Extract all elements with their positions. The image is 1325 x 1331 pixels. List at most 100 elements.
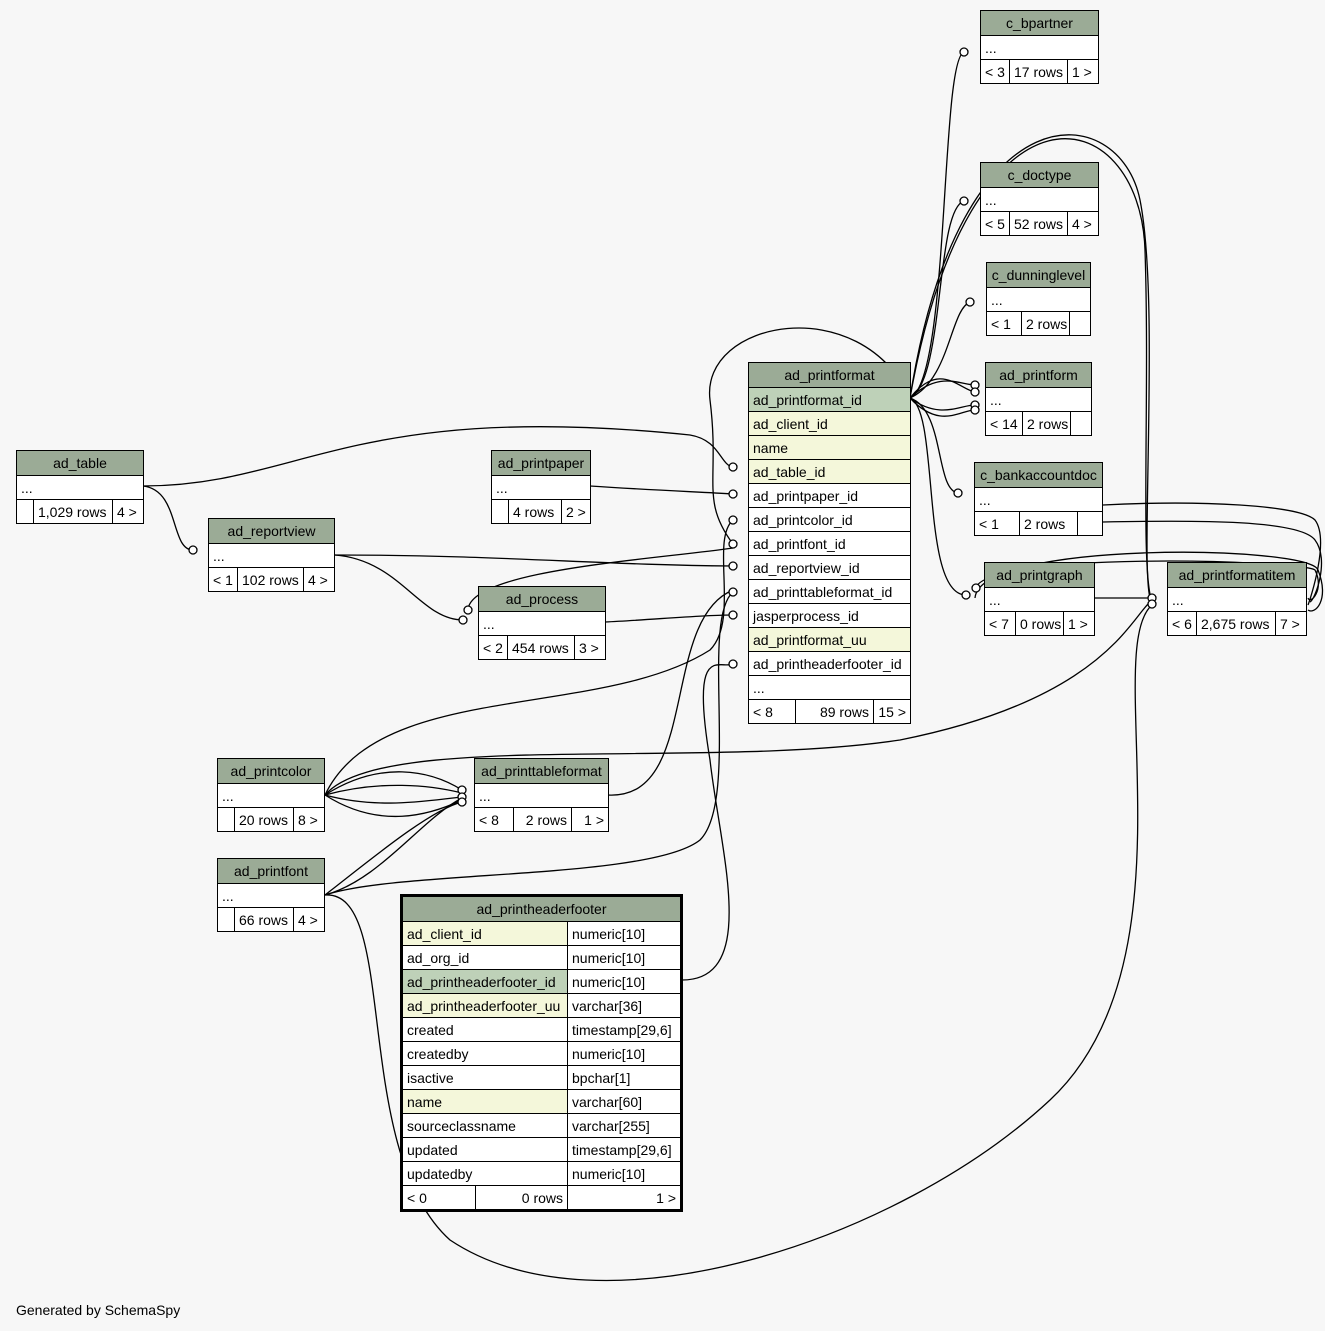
- parents-count[interactable]: < 0: [407, 1189, 427, 1206]
- column-cell: ...: [989, 591, 1001, 608]
- parents-count[interactable]: < 3: [985, 63, 1005, 80]
- table-ad-printcolor[interactable]: ad_printcolor ... 20 rows 8 >: [217, 758, 325, 832]
- table-title[interactable]: c_doctype: [981, 163, 1098, 187]
- table-ad-printgraph[interactable]: ad_printgraph ... < 7 0 rows 1 >: [984, 562, 1095, 636]
- table-title[interactable]: ad_table: [17, 451, 143, 475]
- table-title[interactable]: ad_printformatitem: [1168, 563, 1306, 587]
- children-count[interactable]: 1 >: [571, 808, 608, 831]
- parents-count[interactable]: < 1: [979, 515, 999, 532]
- edge-printcolor-pfi: [324, 601, 1151, 796]
- children-count[interactable]: 1 >: [1067, 60, 1098, 83]
- children-count[interactable]: 4 >: [112, 500, 143, 523]
- table-title[interactable]: ad_printform: [986, 363, 1091, 387]
- table-ad-printfont[interactable]: ad_printfont ... 66 rows 4 >: [217, 858, 325, 932]
- column-cell: ad_printpaper_id: [753, 487, 859, 504]
- row-count: 17 rows: [1009, 60, 1067, 83]
- column-cell: ...: [213, 547, 225, 564]
- edge-phf-printformat: [681, 663, 734, 981]
- column-name: created: [407, 1021, 454, 1038]
- column-cell: ad_printformat_id: [749, 388, 910, 411]
- table-ad-reportview[interactable]: ad_reportview ... < 1 102 rows 4 >: [208, 518, 335, 592]
- children-count[interactable]: 15 >: [873, 700, 910, 723]
- parents-count[interactable]: [218, 908, 234, 931]
- column-name: name: [403, 1090, 567, 1113]
- edge-printformat-doctype: [909, 200, 965, 399]
- children-count[interactable]: [1070, 412, 1091, 435]
- column-type: varchar[60]: [567, 1090, 680, 1113]
- column-cell: ad_reportview_id: [753, 559, 860, 576]
- children-count[interactable]: 1 >: [1063, 612, 1094, 635]
- column-cell: jasperprocess_id: [753, 607, 859, 624]
- table-ad-printpaper[interactable]: ad_printpaper ... 4 rows 2 >: [491, 450, 591, 524]
- column-type: timestamp[29,6]: [567, 1018, 680, 1041]
- parents-count[interactable]: [492, 500, 508, 523]
- table-c-bpartner[interactable]: c_bpartner ... < 3 17 rows 1 >: [980, 10, 1099, 84]
- column-cell: ad_printfont_id: [753, 535, 846, 552]
- table-ad-printtableformat[interactable]: ad_printtableformat ... < 8 2 rows 1 >: [474, 758, 609, 832]
- parents-count[interactable]: < 2: [483, 639, 503, 656]
- column-name: updatedby: [407, 1165, 473, 1182]
- parents-count[interactable]: < 5: [985, 215, 1005, 232]
- column-cell: ...: [222, 787, 234, 804]
- table-title[interactable]: ad_printheaderfooter: [403, 897, 680, 921]
- column-name: ad_printheaderfooter_uu: [403, 994, 567, 1017]
- edge-ptf-printformat: [607, 589, 734, 796]
- children-count[interactable]: 4 >: [293, 908, 324, 931]
- table-title[interactable]: c_dunninglevel: [987, 263, 1090, 287]
- table-c-doctype[interactable]: c_doctype ... < 5 52 rows 4 >: [980, 162, 1099, 236]
- table-ad-table[interactable]: ad_table ... 1,029 rows 4 >: [16, 450, 144, 524]
- table-title[interactable]: ad_printgraph: [985, 563, 1094, 587]
- table-title[interactable]: ad_printpaper: [492, 451, 590, 475]
- column-cell: ...: [979, 491, 991, 508]
- edge-reportview-process: [334, 554, 464, 621]
- column-cell: ad_printheaderfooter_id: [753, 655, 902, 672]
- row-count: 52 rows: [1009, 212, 1067, 235]
- column-type: timestamp[29,6]: [567, 1138, 680, 1161]
- children-count[interactable]: 2 >: [561, 500, 590, 523]
- table-title[interactable]: ad_process: [479, 587, 605, 611]
- column-cell: ...: [985, 39, 997, 56]
- children-count[interactable]: 3 >: [574, 636, 605, 659]
- parents-count[interactable]: < 1: [991, 315, 1011, 332]
- children-count[interactable]: 4 >: [303, 568, 334, 591]
- parents-count[interactable]: < 7: [989, 615, 1009, 632]
- table-title[interactable]: ad_printfont: [218, 859, 324, 883]
- table-c-bankaccountdoc[interactable]: c_bankaccountdoc ... < 1 2 rows: [974, 462, 1103, 536]
- row-count: 2,675 rows: [1196, 612, 1275, 635]
- row-count: 0 rows: [1015, 612, 1063, 635]
- row-count: 4 rows: [508, 500, 561, 523]
- column-cell: ...: [985, 191, 997, 208]
- edge-printformat-printform-4: [909, 397, 976, 417]
- table-title[interactable]: ad_reportview: [209, 519, 334, 543]
- children-count[interactable]: 4 >: [1067, 212, 1098, 235]
- table-c-dunninglevel[interactable]: c_dunninglevel ... < 1 2 rows: [986, 262, 1091, 336]
- parents-count[interactable]: [17, 500, 33, 523]
- edge-printcolor-printformat: [324, 519, 734, 796]
- parents-count[interactable]: < 8: [479, 811, 499, 828]
- parents-count[interactable]: < 1: [213, 571, 233, 588]
- children-count[interactable]: [1069, 312, 1090, 335]
- table-ad-process[interactable]: ad_process ... < 2 454 rows 3 >: [478, 586, 606, 660]
- table-ad-printformatitem[interactable]: ad_printformatitem ... < 6 2,675 rows 7 …: [1167, 562, 1307, 636]
- children-count[interactable]: 7 >: [1275, 612, 1306, 635]
- column-cell: ...: [991, 291, 1003, 308]
- parents-count[interactable]: < 14: [990, 415, 1018, 432]
- table-title[interactable]: ad_printcolor: [218, 759, 324, 783]
- column-name: ad_org_id: [407, 949, 470, 966]
- children-count[interactable]: 1 >: [567, 1186, 680, 1209]
- parents-count[interactable]: < 8: [753, 703, 773, 720]
- parents-count[interactable]: [218, 808, 234, 831]
- children-count[interactable]: 8 >: [293, 808, 324, 831]
- edge-printformat-printgraph: [909, 397, 967, 596]
- children-count[interactable]: [1077, 512, 1102, 535]
- table-title[interactable]: ad_printformat: [749, 363, 910, 387]
- column-name: updated: [407, 1141, 458, 1158]
- parents-count[interactable]: < 6: [1172, 615, 1192, 632]
- table-title[interactable]: ad_printtableformat: [475, 759, 608, 783]
- table-title[interactable]: c_bpartner: [981, 11, 1098, 35]
- table-ad-printform[interactable]: ad_printform ... < 14 2 rows: [985, 362, 1092, 436]
- table-ad-printformat[interactable]: ad_printformat ad_printformat_id ad_clie…: [748, 362, 911, 724]
- table-title[interactable]: c_bankaccountdoc: [975, 463, 1102, 487]
- edge-printformat-printform-2: [909, 378, 976, 399]
